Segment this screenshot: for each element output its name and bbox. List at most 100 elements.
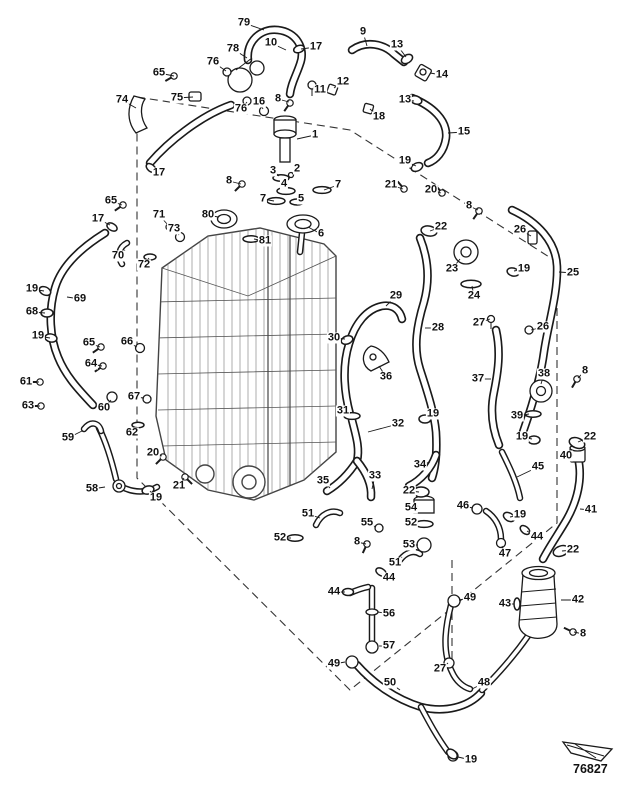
callout-23: 23 bbox=[444, 262, 460, 275]
callout-59: 59 bbox=[60, 431, 76, 444]
callout-19: 19 bbox=[148, 491, 164, 504]
callout-17: 17 bbox=[308, 40, 324, 53]
callout-29: 29 bbox=[388, 289, 404, 302]
callout-1: 1 bbox=[310, 128, 320, 141]
callout-52: 52 bbox=[272, 531, 288, 544]
callout-42: 42 bbox=[570, 593, 586, 606]
callout-45: 45 bbox=[530, 460, 546, 473]
callout-49: 49 bbox=[326, 657, 342, 670]
callout-71: 71 bbox=[151, 208, 167, 221]
callout-27: 27 bbox=[432, 662, 448, 675]
callout-2: 2 bbox=[292, 162, 302, 175]
callout-54: 54 bbox=[403, 501, 419, 514]
callout-51: 51 bbox=[387, 556, 403, 569]
drawing-number: 76827 bbox=[573, 762, 608, 776]
boat-hull-icon bbox=[561, 741, 614, 762]
callout-19: 19 bbox=[24, 282, 40, 295]
callout-20: 20 bbox=[145, 446, 161, 459]
callout-18: 18 bbox=[371, 110, 387, 123]
callout-39: 39 bbox=[509, 409, 525, 422]
callout-32: 32 bbox=[390, 417, 406, 430]
callout-66: 66 bbox=[119, 335, 135, 348]
callout-28: 28 bbox=[430, 321, 446, 334]
callout-73: 73 bbox=[166, 222, 182, 235]
callout-10: 10 bbox=[263, 36, 279, 49]
callout-44: 44 bbox=[381, 571, 397, 584]
callout-26: 26 bbox=[512, 223, 528, 236]
callout-43: 43 bbox=[497, 597, 513, 610]
callout-47: 47 bbox=[497, 547, 513, 560]
callout-4: 4 bbox=[279, 177, 289, 190]
callout-19: 19 bbox=[516, 262, 532, 275]
callout-34: 34 bbox=[412, 458, 428, 471]
callout-41: 41 bbox=[583, 503, 599, 516]
callout-6: 6 bbox=[316, 227, 326, 240]
callout-22: 22 bbox=[582, 430, 598, 443]
callout-25: 25 bbox=[565, 266, 581, 279]
callout-51: 51 bbox=[300, 507, 316, 520]
engine-block-art bbox=[155, 227, 337, 501]
callout-19: 19 bbox=[30, 329, 46, 342]
callout-13: 13 bbox=[389, 38, 405, 51]
callout-60: 60 bbox=[96, 401, 112, 414]
callout-31: 31 bbox=[335, 404, 351, 417]
callout-74: 74 bbox=[114, 93, 130, 106]
callout-40: 40 bbox=[558, 449, 574, 462]
callout-24: 24 bbox=[466, 289, 482, 302]
callout-35: 35 bbox=[315, 474, 331, 487]
callout-27: 27 bbox=[471, 316, 487, 329]
callout-19: 19 bbox=[512, 508, 528, 521]
callout-33: 33 bbox=[367, 469, 383, 482]
callout-19: 19 bbox=[463, 753, 479, 766]
callout-17: 17 bbox=[151, 166, 167, 179]
callout-8: 8 bbox=[224, 174, 234, 187]
callout-80: 80 bbox=[200, 208, 216, 221]
callout-22: 22 bbox=[401, 484, 417, 497]
callout-64: 64 bbox=[83, 357, 99, 370]
callout-75: 75 bbox=[169, 91, 185, 104]
callout-8: 8 bbox=[464, 199, 474, 212]
callout-5: 5 bbox=[296, 192, 306, 205]
callout-81: 81 bbox=[257, 234, 273, 247]
callout-37: 37 bbox=[470, 372, 486, 385]
callout-44: 44 bbox=[529, 530, 545, 543]
callout-8: 8 bbox=[273, 92, 283, 105]
callout-19: 19 bbox=[425, 407, 441, 420]
callout-22: 22 bbox=[433, 220, 449, 233]
callout-19: 19 bbox=[397, 154, 413, 167]
callout-8: 8 bbox=[578, 627, 588, 640]
callout-12: 12 bbox=[335, 75, 351, 88]
callout-26: 26 bbox=[535, 320, 551, 333]
callout-48: 48 bbox=[476, 676, 492, 689]
callout-20: 20 bbox=[423, 183, 439, 196]
callout-8: 8 bbox=[580, 364, 590, 377]
callout-49: 49 bbox=[462, 591, 478, 604]
callout-14: 14 bbox=[434, 68, 450, 81]
callout-67: 67 bbox=[126, 390, 142, 403]
callout-30: 30 bbox=[326, 331, 342, 344]
callout-65: 65 bbox=[151, 66, 167, 79]
callout-78: 78 bbox=[225, 42, 241, 55]
callout-3: 3 bbox=[268, 164, 278, 177]
callout-16: 16 bbox=[251, 95, 267, 108]
callout-50: 50 bbox=[382, 676, 398, 689]
callout-9: 9 bbox=[358, 25, 368, 38]
callout-13: 13 bbox=[397, 93, 413, 106]
callout-46: 46 bbox=[455, 499, 471, 512]
callout-11: 11 bbox=[313, 83, 327, 96]
callout-61: 61 bbox=[18, 375, 34, 388]
callout-62: 62 bbox=[124, 426, 140, 439]
callout-52: 52 bbox=[403, 516, 419, 529]
callout-69: 69 bbox=[72, 292, 88, 305]
callout-76: 76 bbox=[205, 55, 221, 68]
callout-44: 44 bbox=[326, 585, 342, 598]
callout-36: 36 bbox=[378, 370, 394, 383]
callout-58: 58 bbox=[84, 482, 100, 495]
callout-56: 56 bbox=[381, 607, 397, 620]
callout-53: 53 bbox=[401, 538, 417, 551]
callout-8: 8 bbox=[352, 535, 362, 548]
callout-7: 7 bbox=[258, 192, 268, 205]
callout-22: 22 bbox=[565, 543, 581, 556]
